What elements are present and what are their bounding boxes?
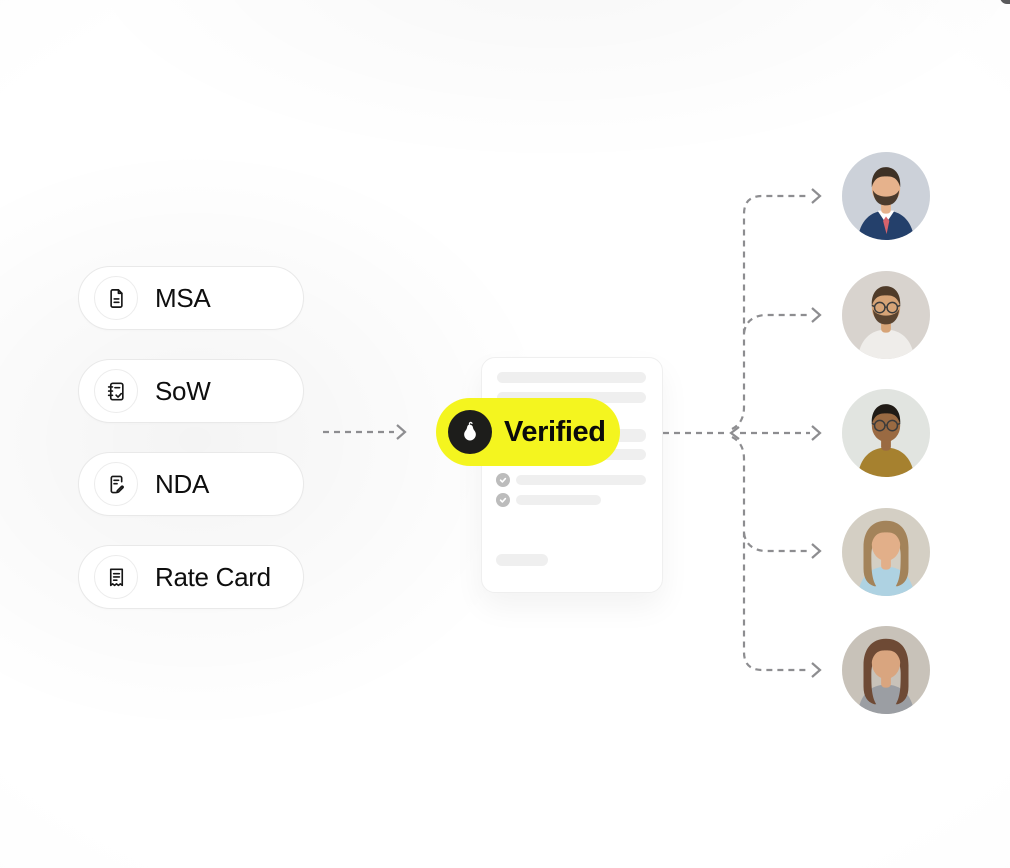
receipt-icon: [94, 555, 138, 599]
checklist-check-icon: [496, 473, 510, 487]
recipient-avatar-2: [842, 271, 930, 359]
skeleton-line: [516, 495, 601, 505]
skeleton-line: [497, 392, 646, 403]
corner-cropped-element: [1000, 0, 1010, 4]
recipient-avatar-5: [842, 626, 930, 714]
document-pill-label: MSA: [155, 282, 211, 313]
document-pill-nda: NDA: [78, 452, 304, 516]
recipient-avatar-3: [842, 389, 930, 477]
document-pill-msa: MSA: [78, 266, 304, 330]
document-pill-rate-card: Rate Card: [78, 545, 304, 609]
document-pill-label: Rate Card: [155, 561, 271, 592]
document-pill-sow: SoW: [78, 359, 304, 423]
notebook-check-icon: [94, 369, 138, 413]
pear-icon: [448, 410, 492, 454]
document-pill-label: NDA: [155, 468, 209, 499]
recipient-avatar-4: [842, 508, 930, 596]
skeleton-line: [496, 554, 548, 566]
file-edit-icon: [94, 462, 138, 506]
verified-badge: Verified: [436, 398, 620, 466]
document-pill-label: SoW: [155, 375, 211, 406]
checklist-check-icon: [496, 493, 510, 507]
skeleton-line: [516, 475, 646, 485]
recipient-avatar-1: [842, 152, 930, 240]
file-text-icon: [94, 276, 138, 320]
skeleton-line: [497, 372, 646, 383]
verified-badge-label: Verified: [504, 415, 606, 448]
